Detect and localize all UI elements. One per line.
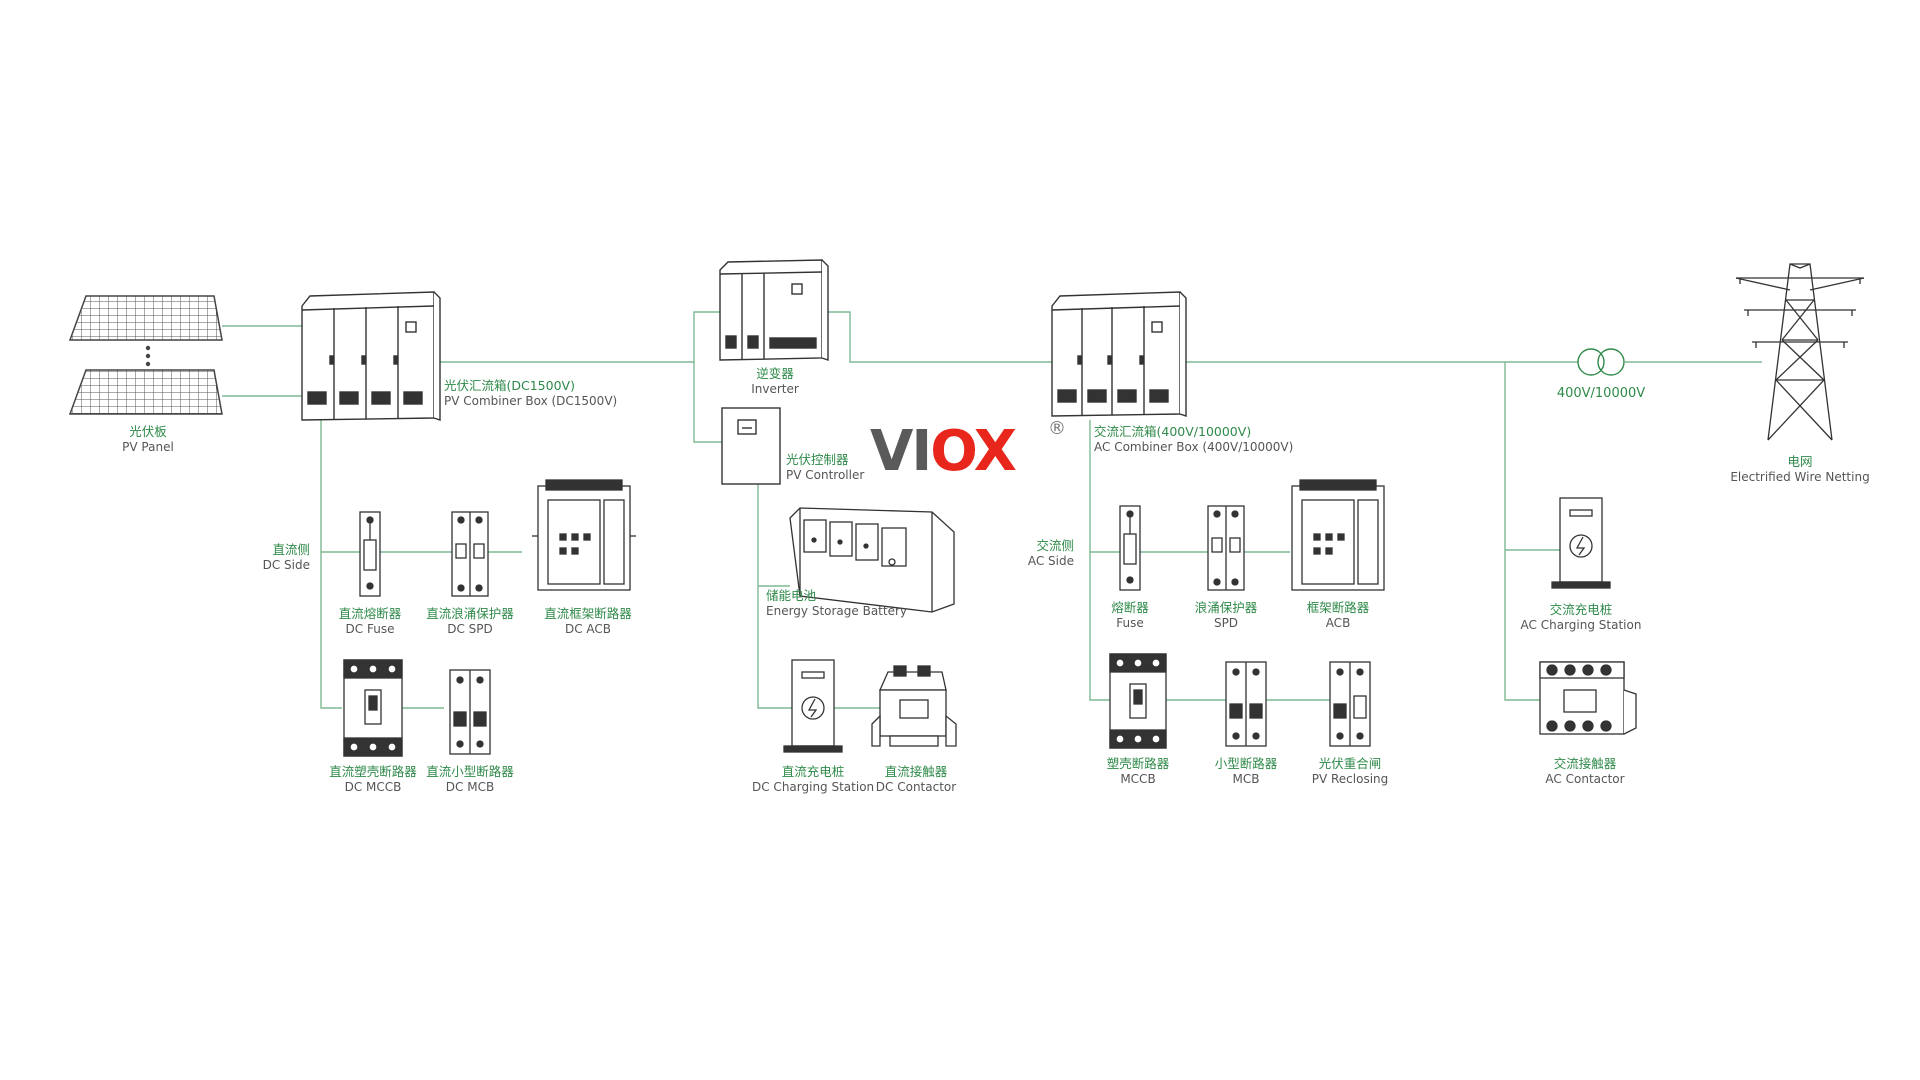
reclosing-icon [1329,661,1371,747]
line-combiner-inverter [440,311,720,363]
ellipsis-icon [145,345,151,367]
dc-mcb-icon [449,669,491,755]
dc-acb-icon [532,479,636,591]
transformer-icon [1577,348,1625,376]
line-ac-side-vertical [1089,420,1110,701]
dc-fuse-icon [359,511,381,597]
line-inverter-controller [693,362,722,443]
line-dc-side-vertical [320,420,342,709]
battery-icon [789,507,955,613]
mcb-icon [1225,661,1267,747]
dc-charging-station-icon [783,659,843,753]
label-ac-combiner: 交流汇流箱(400V/10000V)AC Combiner Box (400V/… [1094,424,1294,454]
transmission-tower-icon [1735,263,1865,441]
dc-contactor-icon [871,665,957,747]
ac-charging-station-icon [1551,497,1611,589]
ac-combiner-cabinet-icon [1051,291,1187,417]
acb-icon [1291,479,1385,591]
registered-mark: ® [1048,418,1066,439]
dc-mccb-icon [343,659,403,757]
ac-contactor-icon [1539,661,1637,735]
line-storage-vertical [757,484,880,709]
label-pv-combiner: 光伏汇流箱(DC1500V)PV Combiner Box (DC1500V) [444,378,618,408]
mccb-icon [1109,653,1167,749]
line-right-vertical [1504,362,1540,701]
controller-icon [721,407,781,485]
viox-logo: VIOX ® [870,418,1066,484]
line-inverter-ac [826,311,1052,363]
spd-icon [1207,505,1245,591]
connection-lines [222,311,1762,709]
inverter-icon [719,259,829,361]
solar-panel-icon [68,295,223,415]
fuse-icon [1119,505,1141,591]
dc-spd-icon [451,511,489,597]
pv-combiner-cabinet-icon [301,291,441,421]
label-transformer: 400V/10000V [1556,386,1646,401]
